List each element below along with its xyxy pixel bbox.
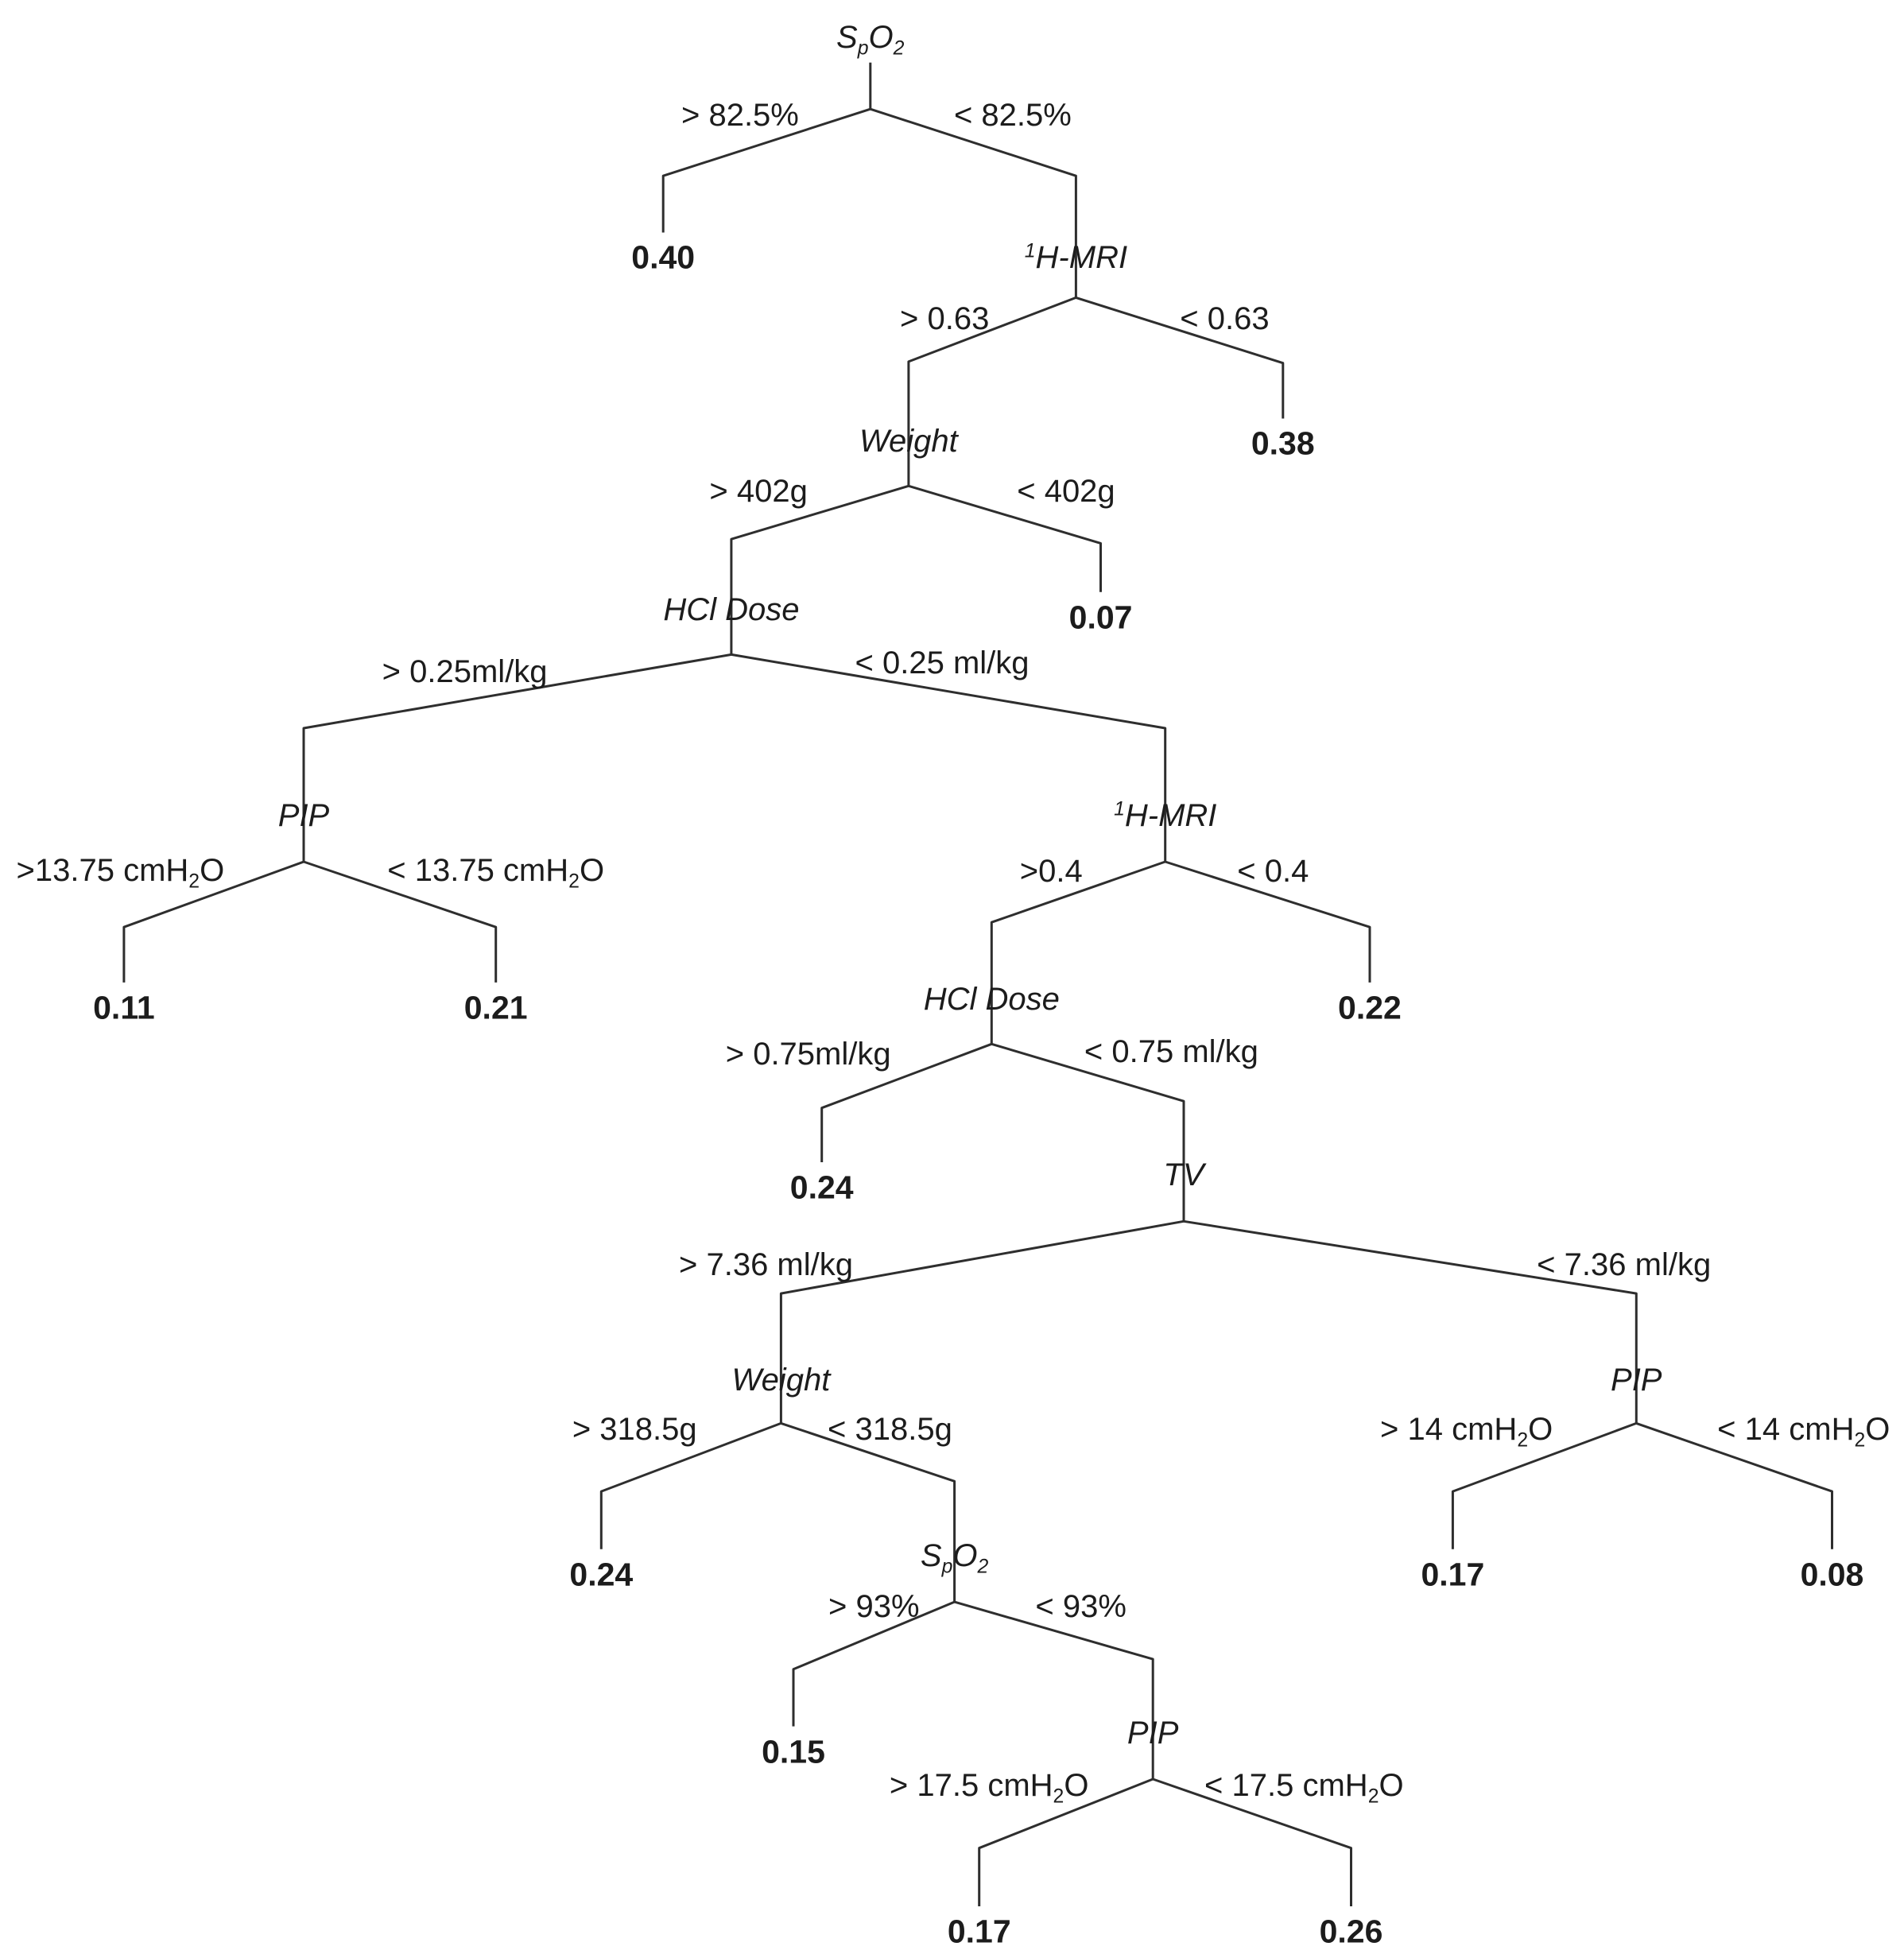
split-node-label-pip3: PIP	[1127, 1716, 1179, 1751]
leaf-value-leaf10: 0.08	[1800, 1556, 1864, 1593]
split-node-label-pip1: PIP	[277, 798, 330, 834]
split-node-label-hmri1: 1H-MRI	[1024, 240, 1128, 276]
split-node-label-hmri2: 1H-MRI	[1114, 798, 1217, 834]
edge-label-hcl1-pip1: > 0.25ml/kg	[382, 654, 548, 690]
split-node-label-weight1: Weight	[859, 424, 958, 459]
tree-edge-line	[1152, 1778, 1352, 1906]
leaf-value-leaf6: 0.22	[1338, 989, 1402, 1026]
split-node-label-spo2b: SpO2	[920, 1538, 989, 1578]
leaf-value-leaf1: 0.40	[631, 238, 696, 276]
split-node-label-tv: TV	[1163, 1157, 1204, 1193]
tree-edge-line	[780, 1421, 956, 1603]
tree-edge-line	[302, 653, 732, 862]
edge-label-weight2-leaf8: > 318.5g	[572, 1412, 697, 1448]
edge-label-hmri1-weight1: > 0.63	[899, 300, 990, 336]
leaf-value-leaf11: 0.15	[762, 1733, 825, 1770]
tree-edge-line	[991, 1042, 1185, 1222]
leaf-value-leaf3: 0.07	[1068, 599, 1133, 636]
edge-label-hmri2-hcl2: >0.4	[1019, 854, 1083, 890]
leaf-value-leaf7: 0.24	[789, 1169, 854, 1206]
edge-label-spo2b-leaf11: > 93%	[828, 1589, 920, 1625]
tree-edge-line	[954, 1600, 1154, 1779]
tree-edge-line	[122, 860, 304, 983]
edge-label-tv-pip2: < 7.36 ml/kg	[1537, 1246, 1712, 1282]
tree-edge-line	[779, 1219, 1185, 1424]
leaf-value-leaf9: 0.17	[1421, 1556, 1485, 1593]
tree-edge-line	[990, 860, 1166, 1045]
leaf-value-leaf2: 0.38	[1251, 425, 1315, 462]
edge-label-pip1-leaf4: >13.75 cmH2O	[16, 852, 225, 893]
edge-label-weight1-hcl1: > 402g	[709, 473, 808, 509]
edge-label-tv-weight2: > 7.36 ml/kg	[678, 1246, 854, 1282]
split-node-label-weight2: Weight	[731, 1362, 831, 1398]
tree-edge-line	[870, 107, 1077, 298]
edge-label-pip2-leaf10: < 14 cmH2O	[1717, 1412, 1890, 1452]
edge-label-hmri2-leaf6: < 0.4	[1237, 854, 1309, 890]
tree-edge-line	[599, 1421, 781, 1549]
leaf-value-leaf8: 0.24	[569, 1556, 634, 1593]
split-node-label-hcl2: HCl Dose	[923, 982, 1060, 1018]
tree-edge-line	[730, 484, 909, 655]
edge-label-pip3-leaf13: < 17.5 cmH2O	[1204, 1767, 1404, 1808]
tree-edge-line	[820, 1042, 992, 1162]
tree-edge-line	[1165, 860, 1371, 983]
tree-edge-line	[661, 107, 871, 233]
edge-label-hcl2-tv: < 0.75 ml/kg	[1084, 1033, 1258, 1069]
leaf-value-leaf5: 0.21	[463, 989, 528, 1026]
tree-edge-line	[1183, 1219, 1638, 1424]
tree-edge-line	[1451, 1421, 1637, 1549]
leaf-value-leaf4: 0.11	[93, 989, 155, 1026]
edge-label-spo2_root-hmri1: < 82.5%	[953, 98, 1072, 134]
edge-label-hcl1-hmri2: < 0.25 ml/kg	[855, 646, 1030, 681]
tree-edge-line	[1075, 296, 1285, 419]
split-node-label-hcl1: HCl Dose	[663, 592, 800, 628]
tree-edge-line	[1635, 1421, 1833, 1549]
tree-edge-line	[792, 1600, 956, 1727]
split-node-label-spo2_root: SpO2	[836, 19, 905, 60]
edge-label-spo2b-pip3: < 93%	[1035, 1589, 1127, 1625]
edge-label-hmri1-leaf2: < 0.63	[1180, 300, 1270, 336]
edge-label-pip2-leaf9: > 14 cmH2O	[1380, 1412, 1553, 1452]
edge-label-pip1-leaf5: < 13.75 cmH2O	[387, 852, 605, 893]
tree-edge-line	[907, 296, 1076, 487]
tree-edge-line	[303, 860, 498, 983]
tree-edge-line	[731, 653, 1167, 862]
edge-label-hcl2-leaf7: > 0.75ml/kg	[725, 1036, 891, 1072]
edge-label-weight2-spo2b: < 318.5g	[828, 1412, 952, 1448]
edge-label-spo2_root-leaf1: > 82.5%	[681, 98, 799, 134]
edge-label-weight1-leaf3: < 402g	[1017, 473, 1115, 509]
leaf-value-leaf13: 0.26	[1319, 1913, 1383, 1950]
leaf-value-leaf12: 0.17	[947, 1913, 1011, 1950]
split-node-label-pip2: PIP	[1611, 1362, 1662, 1398]
tree-edge-line	[908, 484, 1102, 592]
tree-edge-line	[978, 1778, 1154, 1906]
edge-label-pip3-leaf12: > 17.5 cmH2O	[889, 1767, 1089, 1808]
